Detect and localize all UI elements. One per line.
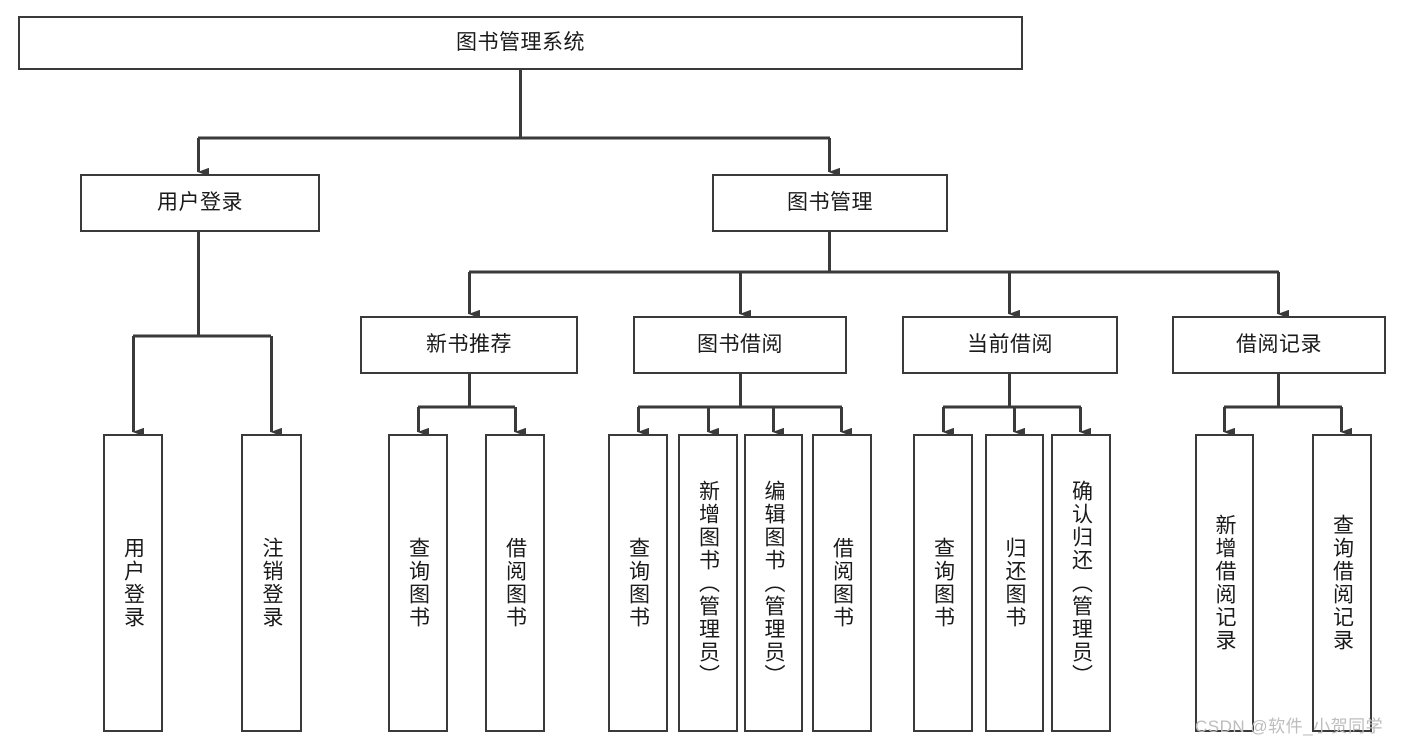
node-query-book-borrow[interactable]: 查询图书 [608,434,668,732]
node-book-manage[interactable]: 图书管理 [712,174,948,232]
node-query-book-current-label: 查询图书 [931,537,955,629]
node-borrow-record[interactable]: 借阅记录 [1172,316,1386,374]
node-query-book-borrow-label: 查询图书 [626,537,650,629]
node-borrow-book-rec[interactable]: 借阅图书 [485,434,545,732]
node-edit-book-admin-label: 编辑图书（管理员） [762,479,785,687]
node-new-book-rec-label: 新书推荐 [426,333,512,357]
node-current-borrow[interactable]: 当前借阅 [902,316,1118,374]
node-root-label: 图书管理系统 [456,31,585,55]
node-user-login-leaf-label: 用户登录 [121,537,145,629]
node-borrow-book-borrow[interactable]: 借阅图书 [812,434,872,732]
node-borrow-record-label: 借阅记录 [1236,333,1322,357]
node-add-borrow-record-label: 新增借阅记录 [1213,514,1236,652]
node-borrow-book-borrow-label: 借阅图书 [830,537,854,629]
node-root[interactable]: 图书管理系统 [18,16,1023,70]
node-borrow-book-rec-label: 借阅图书 [503,537,527,629]
node-new-book-rec[interactable]: 新书推荐 [360,316,578,374]
node-current-borrow-label: 当前借阅 [967,333,1053,357]
node-add-borrow-record[interactable]: 新增借阅记录 [1195,434,1254,732]
node-confirm-return-admin-label: 确认归还（管理员） [1069,479,1093,687]
node-add-book-admin-label: 新增图书（管理员） [696,479,720,687]
node-query-borrow-record-label: 查询借阅记录 [1330,514,1354,652]
node-query-book-current[interactable]: 查询图书 [913,434,973,732]
node-return-book[interactable]: 归还图书 [985,434,1044,732]
node-book-borrow[interactable]: 图书借阅 [633,316,847,374]
node-edit-book-admin[interactable]: 编辑图书（管理员） [744,434,803,732]
node-return-book-label: 归还图书 [1003,537,1026,629]
node-user-login-leaf[interactable]: 用户登录 [103,434,163,732]
node-query-borrow-record[interactable]: 查询借阅记录 [1312,434,1372,732]
node-query-book-rec-label: 查询图书 [406,537,430,629]
node-book-manage-label: 图书管理 [787,191,873,215]
node-add-book-admin[interactable]: 新增图书（管理员） [678,434,738,732]
node-user-logout-leaf-label: 注销登录 [260,537,283,629]
node-user-logout-leaf[interactable]: 注销登录 [241,434,302,732]
node-query-book-rec[interactable]: 查询图书 [388,434,448,732]
node-user-login[interactable]: 用户登录 [80,174,320,232]
node-user-login-label: 用户登录 [157,191,243,215]
node-book-borrow-label: 图书借阅 [697,333,783,357]
node-confirm-return-admin[interactable]: 确认归还（管理员） [1051,434,1111,732]
